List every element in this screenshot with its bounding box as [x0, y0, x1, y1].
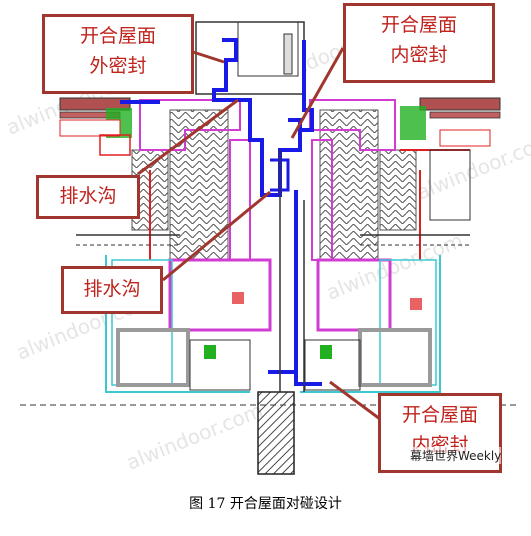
callout-inner-seal-top-line2: 内密封 [390, 44, 448, 66]
outer-seal-profile [212, 38, 302, 197]
callout-outer-seal-line1: 开合屋面 [79, 25, 156, 47]
callout-inner-seal-top-line1: 开合屋面 [380, 14, 457, 36]
callout-outer-seal-line2: 外密封 [89, 55, 147, 77]
watermark-brand: 幕墙世界Weekly [410, 447, 502, 464]
leader-outer-seal [192, 50, 225, 64]
callout-inner-seal-bottom-line1: 开合屋面 [401, 404, 478, 426]
figure-caption: 图 17 开合屋面对碰设计 [189, 496, 342, 512]
callout-drain-lower: 排水沟 [61, 266, 163, 314]
callout-inner-seal-top: 开合屋面 内密封 [343, 3, 495, 83]
leader-drain-upper [137, 98, 239, 176]
callout-drain-upper: 排水沟 [36, 175, 140, 219]
leader-drain-lower [162, 190, 271, 282]
callout-drain-upper-label: 排水沟 [59, 185, 117, 207]
callout-drain-lower-label: 排水沟 [83, 278, 141, 300]
callout-outer-seal: 开合屋面 外密封 [42, 14, 194, 94]
watermark-text-5: alwindoor.com [123, 398, 266, 475]
leader-inner-seal-top [290, 47, 345, 139]
